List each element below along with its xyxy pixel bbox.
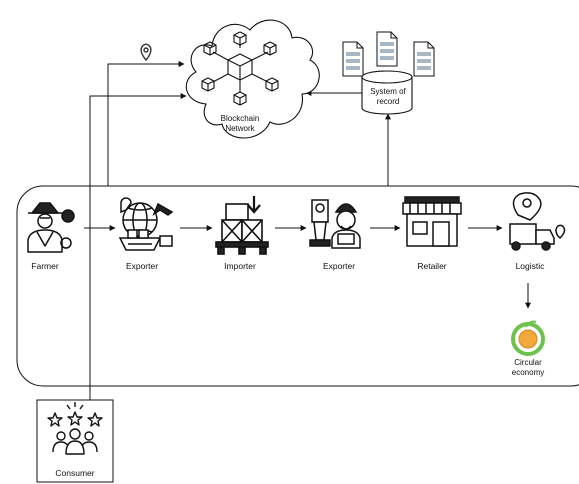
logistic-truck-icon <box>509 192 566 251</box>
consumer-box <box>36 399 114 483</box>
stage-label-farmer: Farmer <box>31 261 59 271</box>
importer-warehouse-crates-icon <box>215 196 269 255</box>
exporter-coffee-worker-icon <box>309 199 361 249</box>
circular-economy-label: Circular economy <box>511 358 545 377</box>
connectors <box>84 61 531 400</box>
stage-label-retailer: Retailer <box>417 261 447 271</box>
stage-label-logistic: Logistic <box>515 261 545 271</box>
location-pin-icon <box>140 43 152 62</box>
exporter-globe-ship-icon <box>118 197 174 251</box>
supply-chain-container <box>16 185 579 387</box>
consumer-to-network-arrow <box>89 93 187 400</box>
stage-label-exporter: Exporter <box>125 261 159 271</box>
blockchain-network-label: Blockchain Network <box>220 114 260 133</box>
exporter-to-network-arrow <box>107 61 185 186</box>
blockchain-cloud <box>185 19 320 139</box>
farmer-icon <box>27 202 75 253</box>
system-of-record-database-icon <box>361 70 413 115</box>
stage-label-exporter-2: Exporter <box>322 261 356 271</box>
circular-economy-recycle-icon <box>511 320 545 356</box>
documents-icon <box>342 31 435 77</box>
stage-label-importer: Importer <box>224 261 256 271</box>
consumer-label: Consumer <box>55 468 95 478</box>
retailer-store-icon <box>402 196 462 247</box>
blockchain-network-icon <box>201 31 279 106</box>
system-of-record-label: System of record <box>370 87 406 106</box>
consumer-rating-icon <box>47 402 103 455</box>
